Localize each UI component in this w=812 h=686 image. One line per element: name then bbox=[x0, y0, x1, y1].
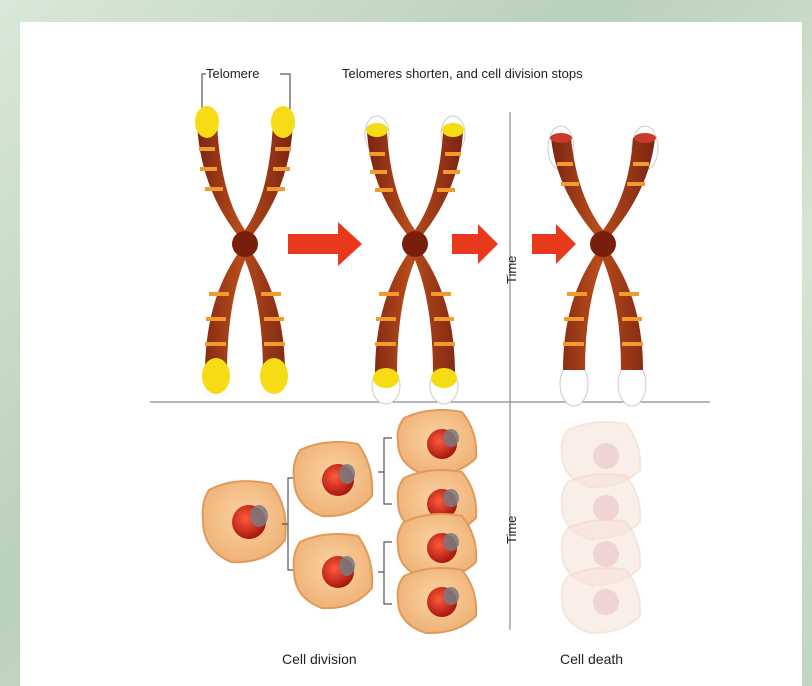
bracket-gen2-top bbox=[378, 438, 392, 504]
cell-generation-1 bbox=[203, 481, 286, 562]
arrow-right-3 bbox=[532, 224, 576, 264]
label-telomeres-shorten: Telomeres shorten, and cell division sto… bbox=[342, 66, 583, 81]
label-cell-division: Cell division bbox=[282, 651, 357, 667]
chromosome-shortened-telomeres bbox=[365, 116, 465, 404]
telomere-diagram: Telomere Telomeres shorten, and cell div… bbox=[20, 22, 802, 686]
diagram-panel: Telomere Telomeres shorten, and cell div… bbox=[20, 22, 802, 686]
cell-generation-3-1 bbox=[398, 410, 477, 475]
label-time-bottom: Time bbox=[504, 516, 519, 544]
cell-generation-2-top bbox=[294, 442, 373, 516]
label-telomere: Telomere bbox=[206, 66, 259, 81]
chromosome-no-telomeres bbox=[548, 126, 658, 406]
cell-generation-3-4 bbox=[398, 568, 477, 633]
bracket-gen2-bottom bbox=[378, 542, 392, 604]
chromosome-full-telomeres bbox=[195, 106, 295, 394]
label-time-top: Time bbox=[504, 256, 519, 284]
arrow-right-2 bbox=[452, 224, 498, 264]
dead-cell-4 bbox=[562, 568, 641, 633]
cell-generation-2-bottom bbox=[294, 534, 373, 608]
label-cell-death: Cell death bbox=[560, 651, 623, 667]
arrow-right-1 bbox=[288, 222, 362, 266]
